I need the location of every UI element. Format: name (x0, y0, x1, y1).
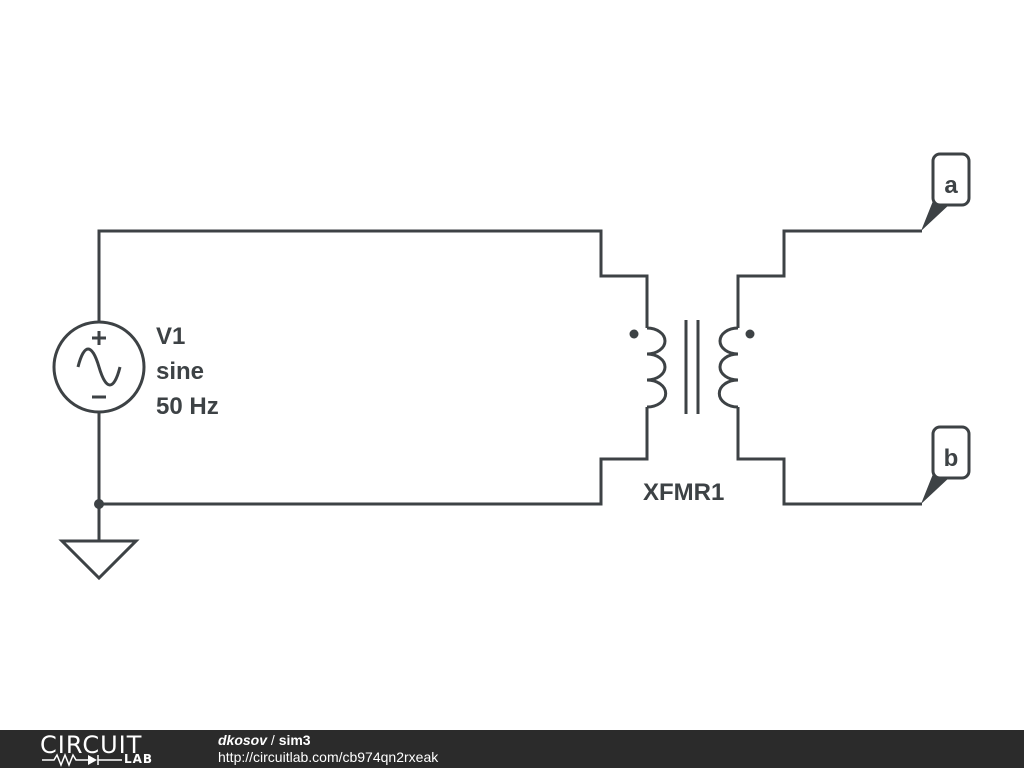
transformer-name-label: XFMR1 (643, 479, 724, 506)
port-a-label: a (944, 172, 958, 199)
logo-wordmark: CIRCUIT (40, 731, 143, 759)
ground-symbol (58, 539, 140, 581)
logo-lab-text: LAB (124, 752, 154, 766)
transformer-symbol (629, 320, 755, 414)
port-b-flag (921, 425, 971, 504)
project-link[interactable]: sim3 (278, 732, 311, 748)
port-b-label: b (944, 445, 959, 472)
author-line: dkosov / sim3 (218, 732, 438, 749)
wire-top-primary (97, 229, 649, 328)
resistor-diode-icon (42, 753, 122, 767)
junction-dot (94, 499, 104, 509)
circuitlab-logo[interactable]: CIRCUIT LAB (40, 731, 180, 767)
voltage-source-symbol (52, 320, 146, 414)
wire-top-secondary (736, 229, 922, 328)
source-frequency-label: 50 Hz (156, 393, 219, 420)
footer-bar: CIRCUIT LAB dkosov / sim3 http://circuit… (0, 730, 1024, 768)
source-name-label: V1 (156, 323, 185, 350)
wire-bottom-primary (97, 407, 649, 506)
circuit-meta: dkosov / sim3 http://circuitlab.com/cb97… (218, 732, 438, 766)
source-type-label: sine (156, 358, 204, 385)
path-separator: / (267, 732, 279, 748)
port-a-flag (921, 152, 971, 231)
schematic-canvas: V1 sine 50 Hz XFMR1 a b (52, 152, 971, 581)
circuit-url[interactable]: http://circuitlab.com/cb974qn2rxeak (218, 749, 439, 765)
author-link[interactable]: dkosov (218, 732, 268, 748)
wire-bottom-secondary (736, 407, 922, 506)
